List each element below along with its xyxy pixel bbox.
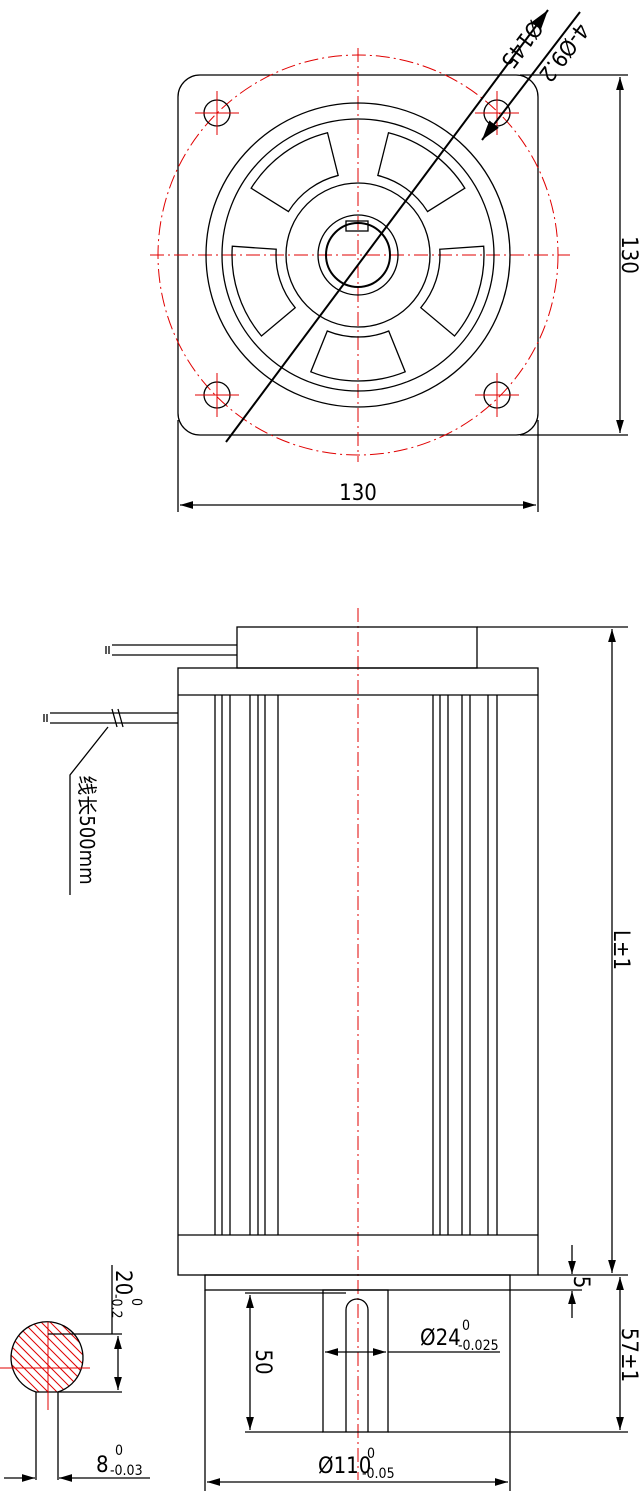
width-dim: 130 [339,481,377,506]
side-view: 线长500mm L±1 5 57±1 50 Ø24 0 -0.025 Ø110 [43,608,640,1491]
section-depth-dim: 20 0 -0.2 [108,1270,144,1319]
height-dim: 130 [616,236,640,274]
svg-text:-0.03: -0.03 [110,1463,143,1479]
spoke-window [309,330,407,382]
svg-text:-0.025: -0.025 [458,1338,499,1354]
svg-text:Ø110: Ø110 [318,1454,371,1479]
spoke-window [250,131,339,213]
svg-text:0: 0 [128,1298,144,1306]
flange-dim: 5 [568,1276,593,1289]
svg-text:Ø24: Ø24 [420,1326,461,1351]
svg-text:-0.2: -0.2 [108,1294,124,1319]
key-length-dim: 50 [250,1349,275,1374]
spoke-window [231,245,297,337]
svg-text:0: 0 [115,1443,123,1459]
spoke-window [377,131,466,213]
length-dim: L±1 [608,930,633,970]
shaft-dia-dim: Ø24 0 -0.025 [420,1318,499,1354]
shaft-length-dim: 57±1 [616,1328,640,1382]
svg-text:0: 0 [462,1318,470,1334]
shaft-section: 20 0 -0.2 8 0 -0.03 [0,1265,150,1482]
svg-text:8: 8 [96,1453,109,1478]
flange-dia-dim: Ø110 0 -0.05 [318,1446,395,1482]
key-width-dim: 8 0 -0.03 [96,1443,143,1479]
svg-text:0: 0 [367,1446,375,1462]
wire-length-label: 线长500mm [75,775,99,884]
front-view: Ø145 4-Ø9.2 130 130 [150,9,640,512]
svg-text:20: 20 [110,1270,135,1295]
spoke-window [419,245,485,337]
svg-text:-0.05: -0.05 [362,1466,395,1482]
